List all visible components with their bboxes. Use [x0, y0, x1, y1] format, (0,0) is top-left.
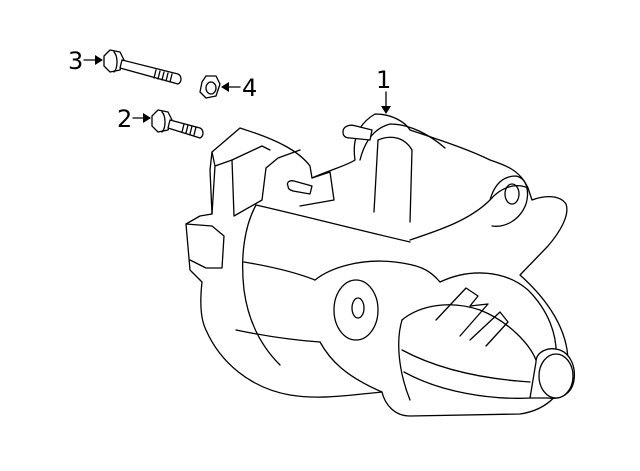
solenoid-stud [342, 124, 373, 141]
body-low-line [235, 329, 321, 343]
flange-ear-right [489, 175, 529, 227]
housing-left-edge [398, 319, 411, 401]
body-mid-line [243, 261, 316, 281]
mount-hole-left [351, 297, 365, 319]
drive-bottom [403, 371, 531, 399]
solenoid-left [373, 139, 379, 213]
callout-label-4: 4 [242, 74, 257, 102]
callout-label-3: 3 [68, 47, 83, 75]
drive-vane [435, 287, 489, 337]
bolt-long-thread [153, 69, 173, 83]
callout-arrow-1 [381, 106, 391, 114]
bolt-short-thread [181, 123, 197, 136]
bolt-long-shank [119, 59, 182, 85]
nut-hole [205, 81, 217, 95]
flange-curve [314, 260, 441, 283]
callout-3: 3 [68, 47, 103, 75]
mount-hole-right [504, 183, 520, 205]
nut [199, 75, 221, 99]
solenoid-body [377, 136, 413, 223]
flange-lower [319, 341, 383, 393]
bolt-short-washer [161, 111, 166, 133]
drive-vane-2 [469, 311, 509, 347]
callout-2: 2 [117, 105, 151, 133]
callout-arrow-4 [221, 82, 229, 92]
wire-stud [286, 180, 313, 195]
callout-4: 4 [221, 74, 257, 102]
callout-label-2: 2 [117, 105, 132, 133]
body-top-line [255, 204, 411, 243]
bolt-short [151, 109, 204, 139]
bolt-long-washer [113, 51, 118, 73]
cover-edge [211, 165, 216, 215]
bolt-short-shank [167, 119, 204, 139]
end-cover [211, 149, 301, 217]
flange-ear-left [333, 279, 379, 341]
drive-inner [401, 304, 537, 361]
starter-body-outline [185, 113, 569, 417]
terminal-tab [185, 223, 225, 269]
callout-arrow-3 [95, 55, 103, 65]
drive-lower [401, 349, 531, 383]
pinion-end [538, 353, 574, 399]
solenoid-top [359, 123, 446, 161]
cover-face [231, 145, 271, 161]
callout-arrow-2 [143, 113, 151, 123]
bolt-long [103, 49, 182, 85]
callout-1: 1 [376, 66, 391, 114]
drive-housing [439, 272, 557, 361]
solenoid-seam [299, 171, 335, 207]
body-left-curve [242, 204, 281, 366]
callout-label-1: 1 [376, 66, 391, 94]
starter-motor [185, 113, 576, 417]
